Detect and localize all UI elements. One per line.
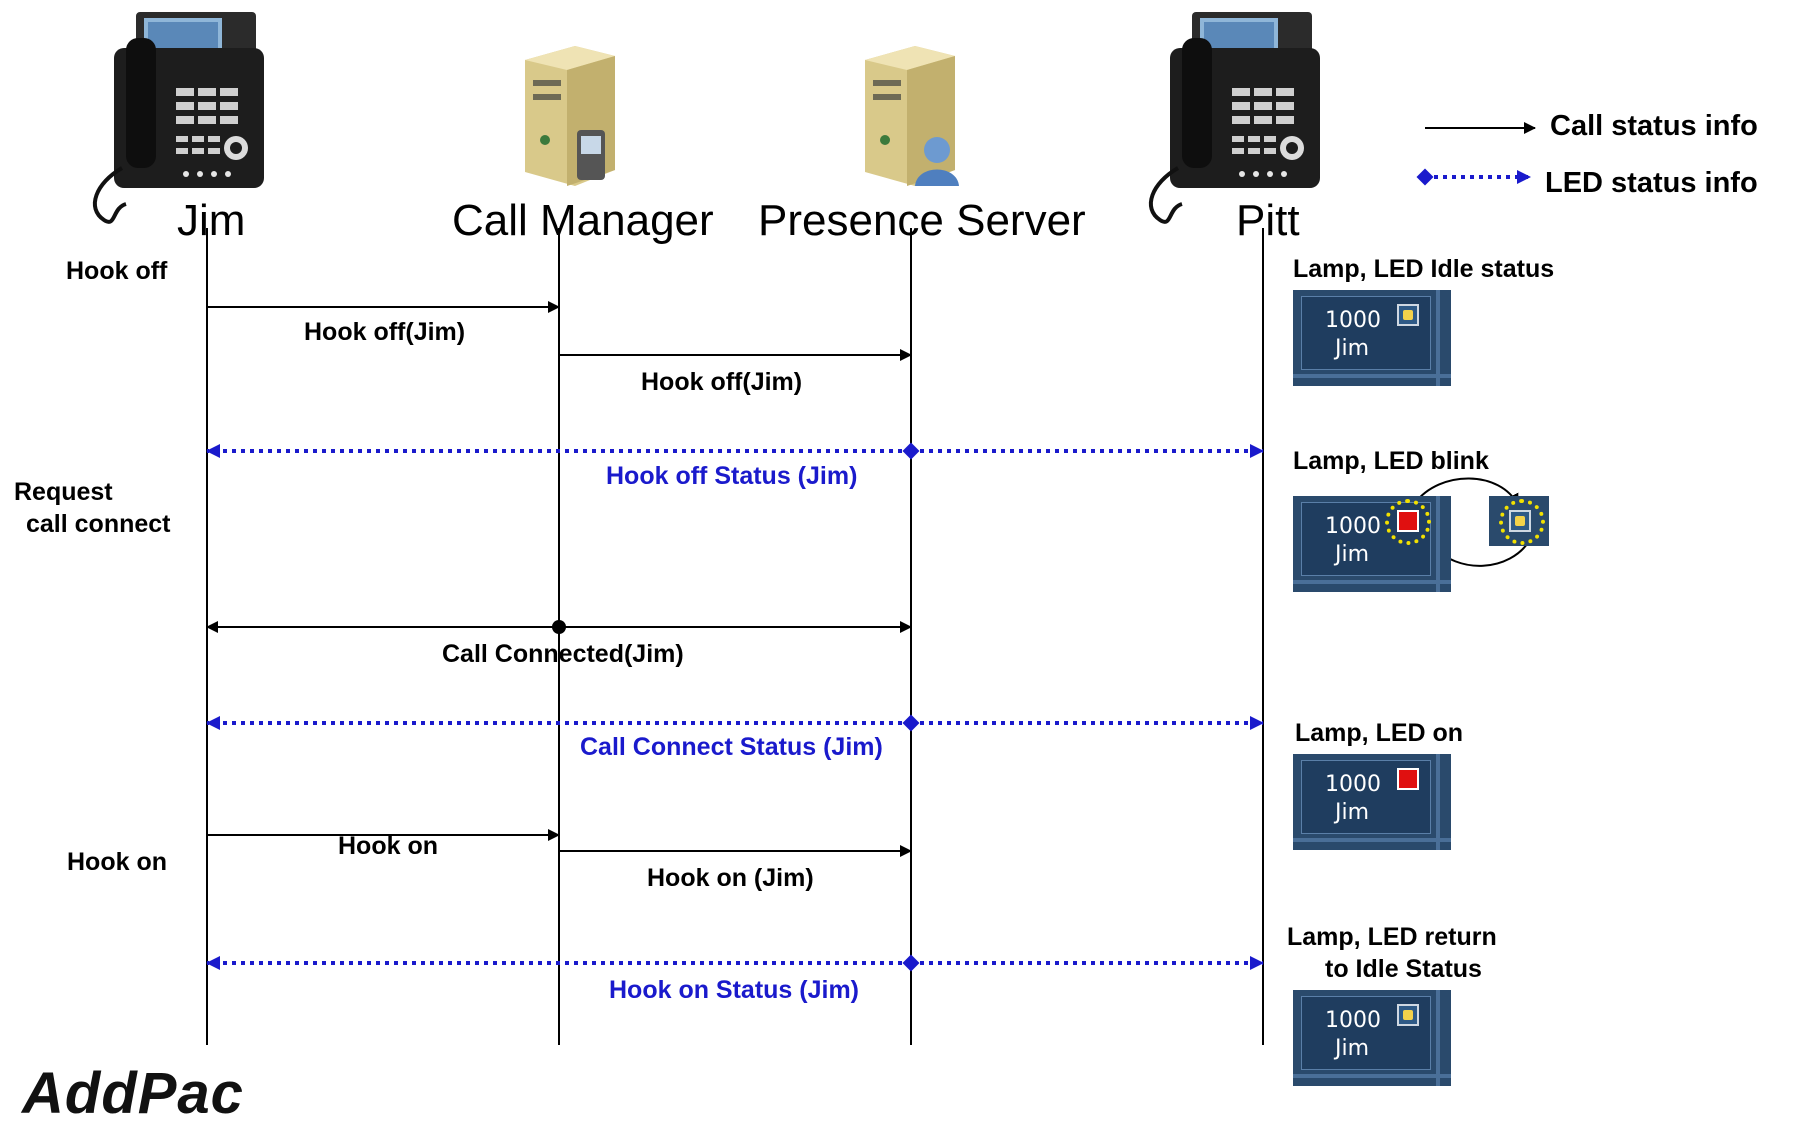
- panel-number: 1000: [1325, 1008, 1381, 1033]
- lifelines-and-messages: [206, 122, 1536, 1045]
- blink-alternate-led: [1489, 496, 1549, 546]
- panel-number: 1000: [1325, 772, 1381, 797]
- call-manager-server-icon: [525, 46, 615, 186]
- message-label: Hook off(Jim): [641, 368, 803, 396]
- status-panel-idle: 1000 Jim: [1293, 290, 1451, 386]
- status-title-blink: Lamp, LED blink: [1293, 447, 1489, 475]
- blink-highlight-ring: [1499, 499, 1545, 545]
- status-panel-return-idle: 1000 Jim: [1293, 990, 1451, 1086]
- panel-name: Jim: [1335, 800, 1370, 825]
- panel-divider: [1436, 290, 1440, 386]
- side-label-request: Request: [14, 478, 113, 506]
- status-title-on: Lamp, LED on: [1295, 719, 1464, 747]
- led-origin-diamond: [902, 714, 920, 732]
- led-message-label: Hook on Status (Jim): [609, 976, 860, 1004]
- blink-highlight-ring: [1385, 499, 1431, 545]
- addpac-logo: AddPac: [22, 1061, 244, 1126]
- led-on-icon: [1397, 768, 1419, 790]
- message-label: Call Connected(Jim): [442, 640, 684, 668]
- led-origin-diamond: [902, 954, 920, 972]
- side-label-call-connect: call connect: [26, 510, 171, 538]
- blink-cycle-arrow-top: [1414, 477, 1519, 506]
- presence-server-icon: [865, 46, 959, 186]
- actor-label-pitt: Pitt: [1236, 196, 1300, 245]
- status-panel-blink: 1000 Jim: [1293, 496, 1451, 592]
- legend-call-status-label: Call status info: [1550, 110, 1758, 142]
- actor-label-presence-server: Presence Server: [758, 196, 1086, 245]
- led-idle-icon: [1397, 1004, 1419, 1026]
- status-title-return-1: Lamp, LED return: [1287, 923, 1497, 951]
- message-label: Hook on: [338, 832, 438, 860]
- status-title-return-2: to Idle Status: [1325, 955, 1482, 983]
- message-label: Hook on (Jim): [647, 864, 814, 892]
- led-message-label: Call Connect Status (Jim): [580, 733, 883, 761]
- message-label: Hook off(Jim): [304, 318, 466, 346]
- led-message-label: Hook off Status (Jim): [606, 462, 858, 490]
- panel-divider: [1436, 754, 1440, 850]
- sequence-diagram: Jim Call Manager Presence Server Pitt Ca…: [14, 12, 1758, 1126]
- ip-phone-icon-pitt: [1148, 12, 1320, 224]
- led-origin-diamond: [902, 442, 920, 460]
- actor-label-call-manager: Call Manager: [452, 196, 714, 245]
- call-connected-origin-dot: [552, 620, 566, 634]
- side-label-hook-on: Hook on: [67, 848, 167, 876]
- panel-divider: [1293, 838, 1451, 842]
- led-idle-icon: [1397, 304, 1419, 326]
- panel-name: Jim: [1335, 1036, 1370, 1061]
- panel-number: 1000: [1325, 514, 1381, 539]
- actor-label-jim: Jim: [177, 196, 246, 245]
- panel-divider: [1293, 580, 1451, 584]
- panel-divider: [1436, 990, 1440, 1086]
- panel-number: 1000: [1325, 308, 1381, 333]
- panel-divider: [1293, 1074, 1451, 1078]
- panel-name: Jim: [1335, 336, 1370, 361]
- status-title-idle: Lamp, LED Idle status: [1293, 255, 1555, 283]
- ip-phone-icon-jim: [92, 12, 264, 224]
- legend-led-diamond: [1416, 168, 1434, 186]
- side-label-hook-off: Hook off: [66, 257, 168, 285]
- panel-divider: [1436, 496, 1440, 592]
- panel-name: Jim: [1335, 542, 1370, 567]
- panel-divider: [1293, 374, 1451, 378]
- status-panel-on: 1000 Jim: [1293, 754, 1451, 850]
- legend-led-status-label: LED status info: [1545, 167, 1758, 199]
